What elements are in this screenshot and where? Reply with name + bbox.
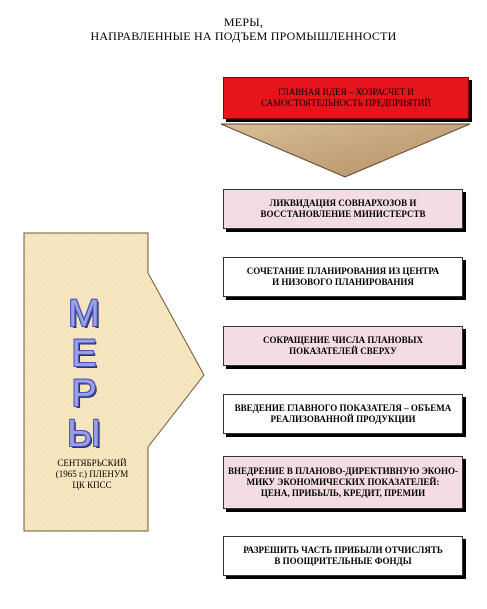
letter-1: М (68, 293, 100, 335)
plenum-caption-line-3: ЦК КПСС (72, 480, 112, 490)
measure-3-line-1: СОКРАЩЕНИЕ ЧИСЛА ПЛАНОВЫХ (263, 335, 423, 345)
plenum-caption-line-1: СЕНТЯБРЬСКИЙ (57, 458, 127, 468)
right-arrow-block (23, 232, 205, 532)
measure-box-6: РАЗРЕШИТЬ ЧАСТЬ ПРИБЫЛИ ОТЧИСЛЯТЬ В ПООЩ… (223, 536, 463, 576)
measure-6-line-1: РАЗРЕШИТЬ ЧАСТЬ ПРИБЫЛИ ОТЧИСЛЯТЬ (243, 545, 443, 555)
diagram-title: МЕРЫ, НАПРАВЛЕННЫЕ НА ПОДЪЕМ ПРОМЫШЛЕННО… (0, 15, 487, 43)
main-idea-line-1: ГЛАВНАЯ ИДЕЯ – ХОЗРАСЧЕТ И (278, 87, 414, 97)
measure-box-3: СОКРАЩЕНИЕ ЧИСЛА ПЛАНОВЫХ ПОКАЗАТЕЛЕЙ СВ… (223, 326, 463, 366)
measure-4-line-2: РЕАЛИЗОВАННОЙ ПРОДУКЦИИ (270, 414, 416, 424)
measure-box-5: ВНЕДРЕНИЕ В ПЛАНОВО-ДИРЕКТИВНУЮ ЭКОНО- М… (223, 456, 463, 509)
down-arrow-triangle (220, 123, 471, 178)
measure-2-line-2: И НИЗОВОГО ПЛАНИРОВАНИЯ (272, 277, 414, 287)
plenum-caption-line-2: (1965 г.) ПЛЕНУМ (55, 469, 129, 479)
measure-5-line-2: МИКУ ЭКОНОМИЧЕСКИХ ПОКАЗАТЕЛЕЙ: (246, 477, 440, 487)
measure-box-1: ЛИКВИДАЦИЯ СОВНАРХОЗОВ И ВОССТАНОВЛЕНИЕ … (223, 189, 463, 229)
main-idea-box: ГЛАВНАЯ ИДЕЯ – ХОЗРАСЧЕТ И САМОСТОЯТЕЛЬН… (223, 77, 469, 119)
measure-box-2: СОЧЕТАНИЕ ПЛАНИРОВАНИЯ ИЗ ЦЕНТРА И НИЗОВ… (223, 257, 463, 297)
measure-box-4: ВВЕДЕНИЕ ГЛАВНОГО ПОКАЗАТЕЛЯ – ОБЪЕМА РЕ… (223, 394, 463, 434)
letter-2: Е (71, 333, 97, 375)
measure-1-line-1: ЛИКВИДАЦИЯ СОВНАРХОЗОВ И (269, 198, 417, 208)
measure-6-line-2: В ПООЩРИТЕЛЬНЫЕ ФОНДЫ (274, 556, 412, 566)
main-idea-line-2: САМОСТОЯТЕЛЬНОСТЬ ПРЕДПРИЯТИЙ (261, 98, 431, 108)
measure-2-line-1: СОЧЕТАНИЕ ПЛАНИРОВАНИЯ ИЗ ЦЕНТРА (246, 266, 440, 276)
title-line-1: МЕРЫ, (223, 15, 264, 29)
letter-4: Ы (67, 413, 101, 455)
letter-3: Р (71, 373, 97, 415)
measure-4-line-1: ВВЕДЕНИЕ ГЛАВНОГО ПОКАЗАТЕЛЯ – ОБЪЕМА (234, 403, 452, 413)
measure-5-line-1: ВНЕДРЕНИЕ В ПЛАНОВО-ДИРЕКТИВНУЮ ЭКОНО- (227, 466, 459, 476)
measure-3-line-2: ПОКАЗАТЕЛЕЙ СВЕРХУ (289, 346, 397, 356)
measure-5-line-3: ЦЕНА, ПРИБЫЛЬ, КРЕДИТ, ПРЕМИИ (260, 488, 426, 498)
plenum-caption: СЕНТЯБРЬСКИЙ (1965 г.) ПЛЕНУМ ЦК КПСС (27, 458, 157, 491)
title-line-2: НАПРАВЛЕННЫЕ НА ПОДЪЕМ ПРОМЫШЛЕННОСТИ (90, 29, 397, 43)
measure-1-line-2: ВОССТАНОВЛЕНИЕ МИНИСТЕРСТВ (260, 209, 426, 219)
